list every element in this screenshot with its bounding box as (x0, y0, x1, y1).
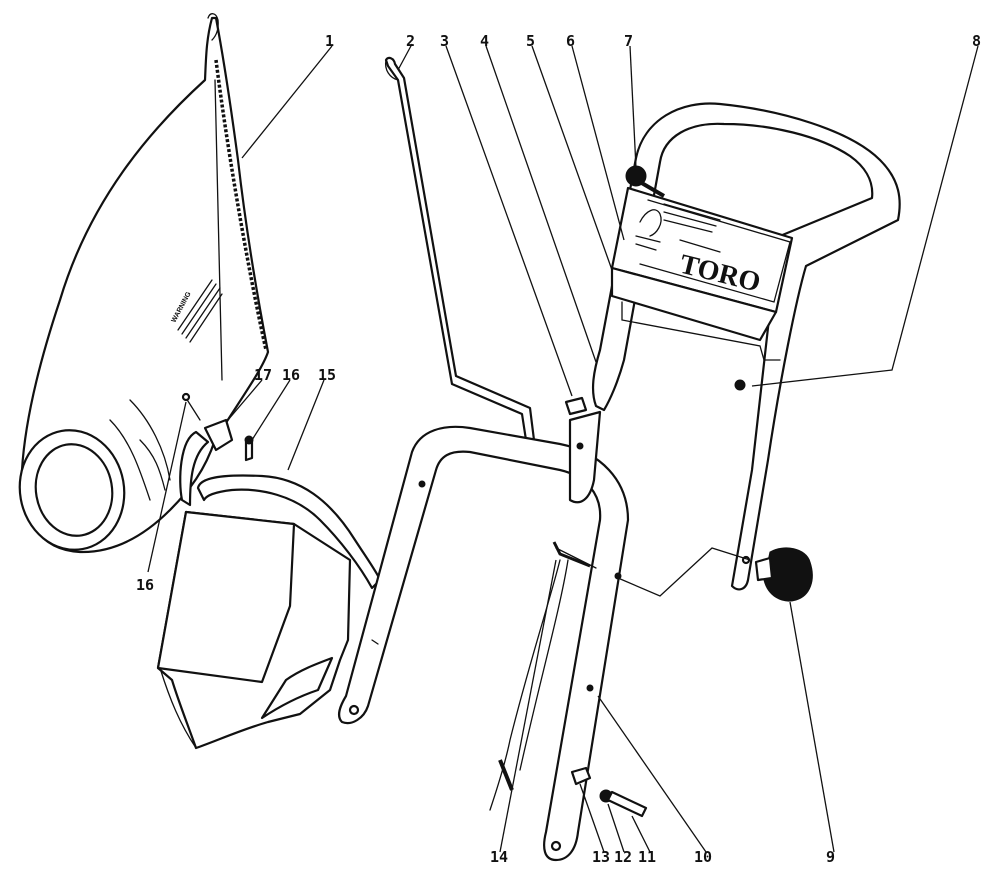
control-knob (625, 165, 666, 198)
bolt-11 (606, 790, 648, 818)
upper-handle (568, 102, 901, 591)
bag-frame (179, 392, 382, 590)
callout-15: 15 (318, 366, 336, 384)
callout-7: 7 (624, 32, 633, 50)
callout-1: 1 (325, 32, 334, 50)
cable (489, 541, 597, 811)
callout-17: 17 (254, 366, 272, 384)
control-console: TORO (610, 186, 794, 361)
callout-3: 3 (440, 32, 449, 50)
callout-16-lower: 16 (136, 576, 154, 594)
callout-5: 5 (526, 32, 535, 50)
callout-16-upper: 16 (282, 366, 300, 384)
callout-8: 8 (972, 32, 981, 50)
callout-4: 4 (480, 32, 489, 50)
clip-3 (564, 396, 588, 416)
bag-deflector-body (156, 510, 352, 750)
callout-10: 10 (694, 848, 712, 866)
lower-handle (337, 425, 630, 862)
grass-bag: WARNING (18, 13, 270, 554)
callout-labels: 1 2 3 4 5 6 7 8 9 10 11 12 13 14 15 16 1… (136, 32, 981, 866)
callout-12: 12 (614, 848, 632, 866)
callout-2: 2 (406, 32, 415, 50)
control-rod (384, 56, 536, 442)
leader-lines (147, 43, 979, 853)
pin-13 (570, 766, 592, 786)
callout-11: 11 (638, 848, 656, 866)
callout-9: 9 (826, 848, 835, 866)
handle-knob-9 (754, 547, 813, 602)
callout-14: 14 (490, 848, 508, 866)
callout-13: 13 (592, 848, 610, 866)
callout-6: 6 (566, 32, 575, 50)
